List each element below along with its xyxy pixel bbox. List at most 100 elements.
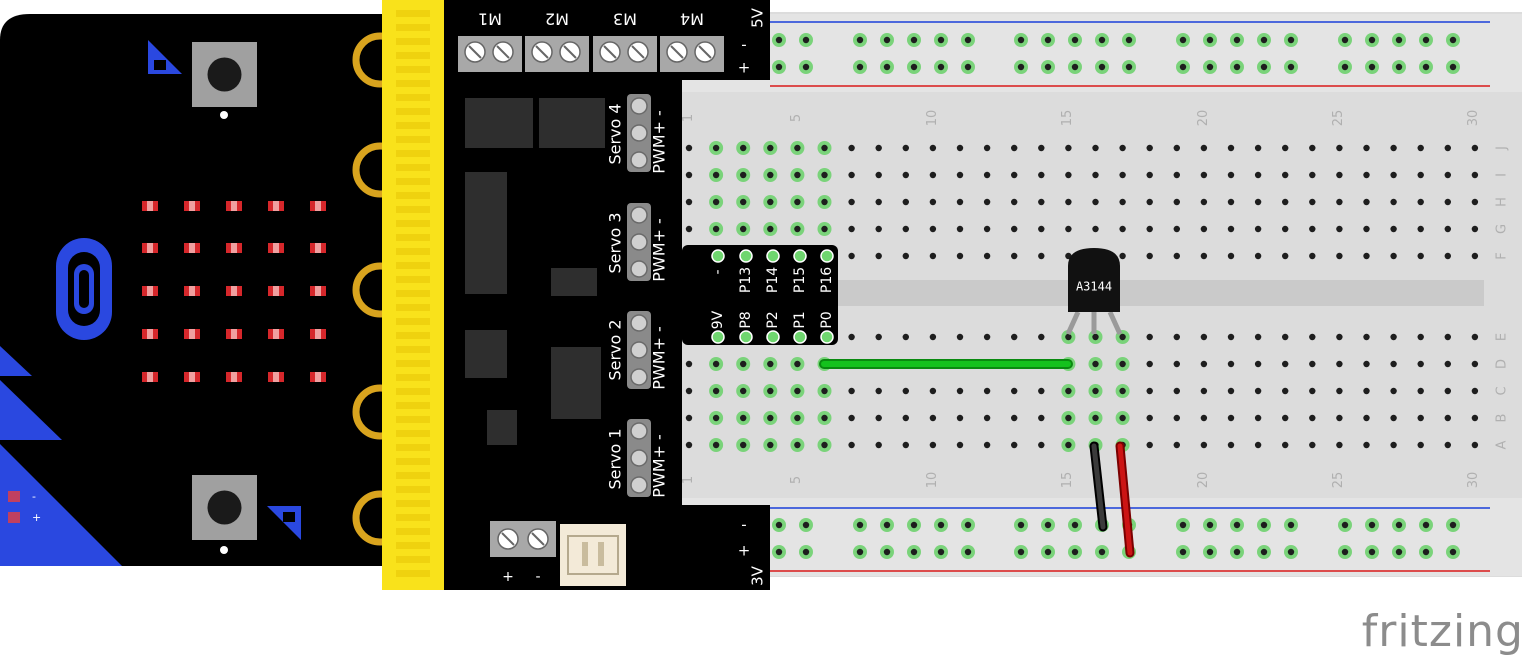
hole[interactable]: [821, 144, 828, 152]
rail-hole[interactable]: [1287, 521, 1295, 529]
hole[interactable]: [848, 414, 855, 422]
rail-hole[interactable]: [802, 63, 810, 71]
hole[interactable]: [685, 360, 693, 368]
hole[interactable]: [875, 333, 882, 341]
hole[interactable]: [1282, 387, 1289, 395]
servo-pin[interactable]: [630, 151, 648, 169]
rail-hole[interactable]: [1341, 521, 1349, 529]
hole[interactable]: [1146, 171, 1153, 179]
hole[interactable]: [1092, 225, 1099, 233]
hole[interactable]: [1390, 387, 1397, 395]
header-pin[interactable]: [739, 330, 753, 344]
hole[interactable]: [740, 225, 747, 233]
hole[interactable]: [1173, 198, 1181, 206]
hole[interactable]: [685, 441, 693, 449]
hole[interactable]: [1417, 333, 1424, 341]
hole[interactable]: [875, 225, 882, 233]
hole[interactable]: [685, 144, 693, 152]
hole[interactable]: [1363, 252, 1370, 260]
header-pin[interactable]: [711, 249, 725, 263]
rail-hole[interactable]: [1233, 521, 1241, 529]
hole[interactable]: [767, 441, 774, 449]
rail-hole[interactable]: [1449, 548, 1457, 556]
header-pin[interactable]: [793, 330, 807, 344]
servo-pin[interactable]: [630, 422, 648, 440]
header-pin[interactable]: [766, 330, 780, 344]
red-wire[interactable]: [1117, 443, 1133, 556]
hole[interactable]: [1309, 360, 1316, 368]
hole[interactable]: [740, 171, 747, 179]
hole[interactable]: [1309, 171, 1316, 179]
hole[interactable]: [1417, 198, 1424, 206]
servo-pin[interactable]: [630, 233, 648, 251]
hole[interactable]: [1282, 252, 1289, 260]
hole[interactable]: [1417, 225, 1424, 233]
rail-hole[interactable]: [775, 548, 783, 556]
rail-hole[interactable]: [856, 36, 864, 44]
hole[interactable]: [848, 225, 855, 233]
hole[interactable]: [956, 333, 964, 341]
hole[interactable]: [712, 171, 720, 179]
hole[interactable]: [1011, 333, 1018, 341]
rail-hole[interactable]: [1260, 36, 1268, 44]
hole[interactable]: [956, 387, 964, 395]
hole[interactable]: [956, 171, 964, 179]
rail-hole[interactable]: [1449, 36, 1457, 44]
hole[interactable]: [1444, 225, 1452, 233]
hole[interactable]: [983, 144, 991, 152]
hole[interactable]: [821, 414, 828, 422]
hole[interactable]: [1146, 441, 1153, 449]
rail-hole[interactable]: [1233, 548, 1241, 556]
hole[interactable]: [1336, 441, 1343, 449]
hole[interactable]: [1065, 333, 1072, 341]
rail-hole[interactable]: [775, 63, 783, 71]
rail-hole[interactable]: [964, 63, 972, 71]
hole[interactable]: [1119, 171, 1126, 179]
rail-hole[interactable]: [1098, 548, 1106, 556]
hole[interactable]: [875, 414, 882, 422]
hole[interactable]: [1173, 225, 1181, 233]
hole[interactable]: [1336, 144, 1343, 152]
hole[interactable]: [1065, 414, 1072, 422]
hole[interactable]: [848, 333, 855, 341]
hole[interactable]: [1254, 198, 1262, 206]
hole[interactable]: [983, 171, 991, 179]
hole[interactable]: [1173, 441, 1181, 449]
hole[interactable]: [1471, 171, 1479, 179]
hole[interactable]: [1471, 360, 1479, 368]
rail-hole[interactable]: [910, 36, 918, 44]
hole[interactable]: [1309, 441, 1316, 449]
hole[interactable]: [1471, 225, 1479, 233]
hole[interactable]: [794, 414, 801, 422]
hole[interactable]: [1390, 252, 1397, 260]
hole[interactable]: [875, 387, 882, 395]
hole[interactable]: [1254, 387, 1262, 395]
hole[interactable]: [1309, 387, 1316, 395]
rail-hole[interactable]: [775, 521, 783, 529]
hole[interactable]: [902, 252, 909, 260]
hole[interactable]: [1092, 414, 1099, 422]
hole[interactable]: [1444, 414, 1452, 422]
hole[interactable]: [875, 171, 882, 179]
hole[interactable]: [767, 387, 774, 395]
rail-hole[interactable]: [1260, 548, 1268, 556]
servo-pin[interactable]: [630, 449, 648, 467]
hole[interactable]: [929, 198, 937, 206]
rail-hole[interactable]: [910, 521, 918, 529]
hole[interactable]: [929, 441, 937, 449]
hole[interactable]: [794, 225, 801, 233]
servo-pin[interactable]: [630, 97, 648, 115]
hole[interactable]: [821, 387, 828, 395]
hole[interactable]: [1173, 333, 1181, 341]
hole[interactable]: [1390, 333, 1397, 341]
rail-hole[interactable]: [1287, 36, 1295, 44]
hole[interactable]: [1282, 414, 1289, 422]
rail-hole[interactable]: [775, 36, 783, 44]
hole[interactable]: [956, 144, 964, 152]
hole[interactable]: [1011, 252, 1018, 260]
hole[interactable]: [902, 171, 909, 179]
rail-hole[interactable]: [1071, 63, 1079, 71]
rail-hole[interactable]: [1071, 36, 1079, 44]
hole[interactable]: [1417, 171, 1424, 179]
hole[interactable]: [794, 171, 801, 179]
